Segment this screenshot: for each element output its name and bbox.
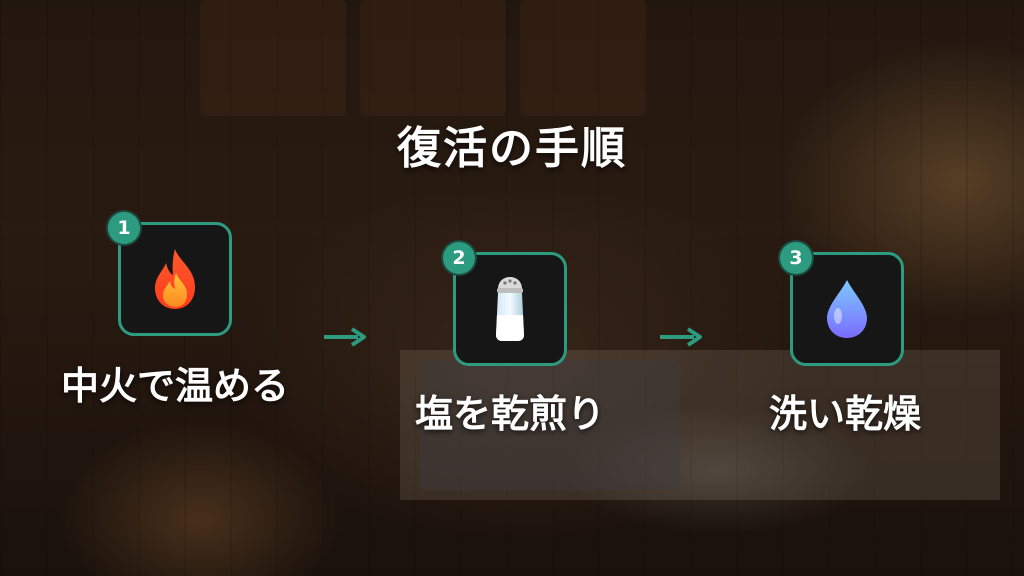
stove-decoration bbox=[420, 360, 680, 490]
cabinet-decoration bbox=[360, 0, 506, 116]
page-title: 復活の手順 bbox=[397, 123, 627, 174]
cabinet-decoration bbox=[200, 0, 346, 116]
fire-icon bbox=[155, 249, 195, 309]
water-drop-icon bbox=[827, 280, 867, 338]
step-3-tile bbox=[790, 252, 904, 366]
cabinet-decoration bbox=[520, 0, 646, 116]
arrow-right-icon bbox=[660, 327, 702, 347]
arrow-right-icon bbox=[324, 327, 366, 347]
step-3-number-badge: 3 bbox=[778, 240, 814, 276]
counter-decoration bbox=[400, 350, 1000, 500]
step-1-label: 中火で温める bbox=[60, 364, 289, 408]
step-2-number-badge: 2 bbox=[441, 240, 477, 276]
step-2-label: 塩を乾煎り bbox=[414, 392, 605, 436]
step-1-number-badge: 1 bbox=[106, 210, 142, 246]
step-1-tile bbox=[118, 222, 232, 336]
step-3-label: 洗い乾燥 bbox=[768, 392, 921, 436]
step-2-tile bbox=[453, 252, 567, 366]
salt-shaker-icon bbox=[496, 277, 524, 341]
